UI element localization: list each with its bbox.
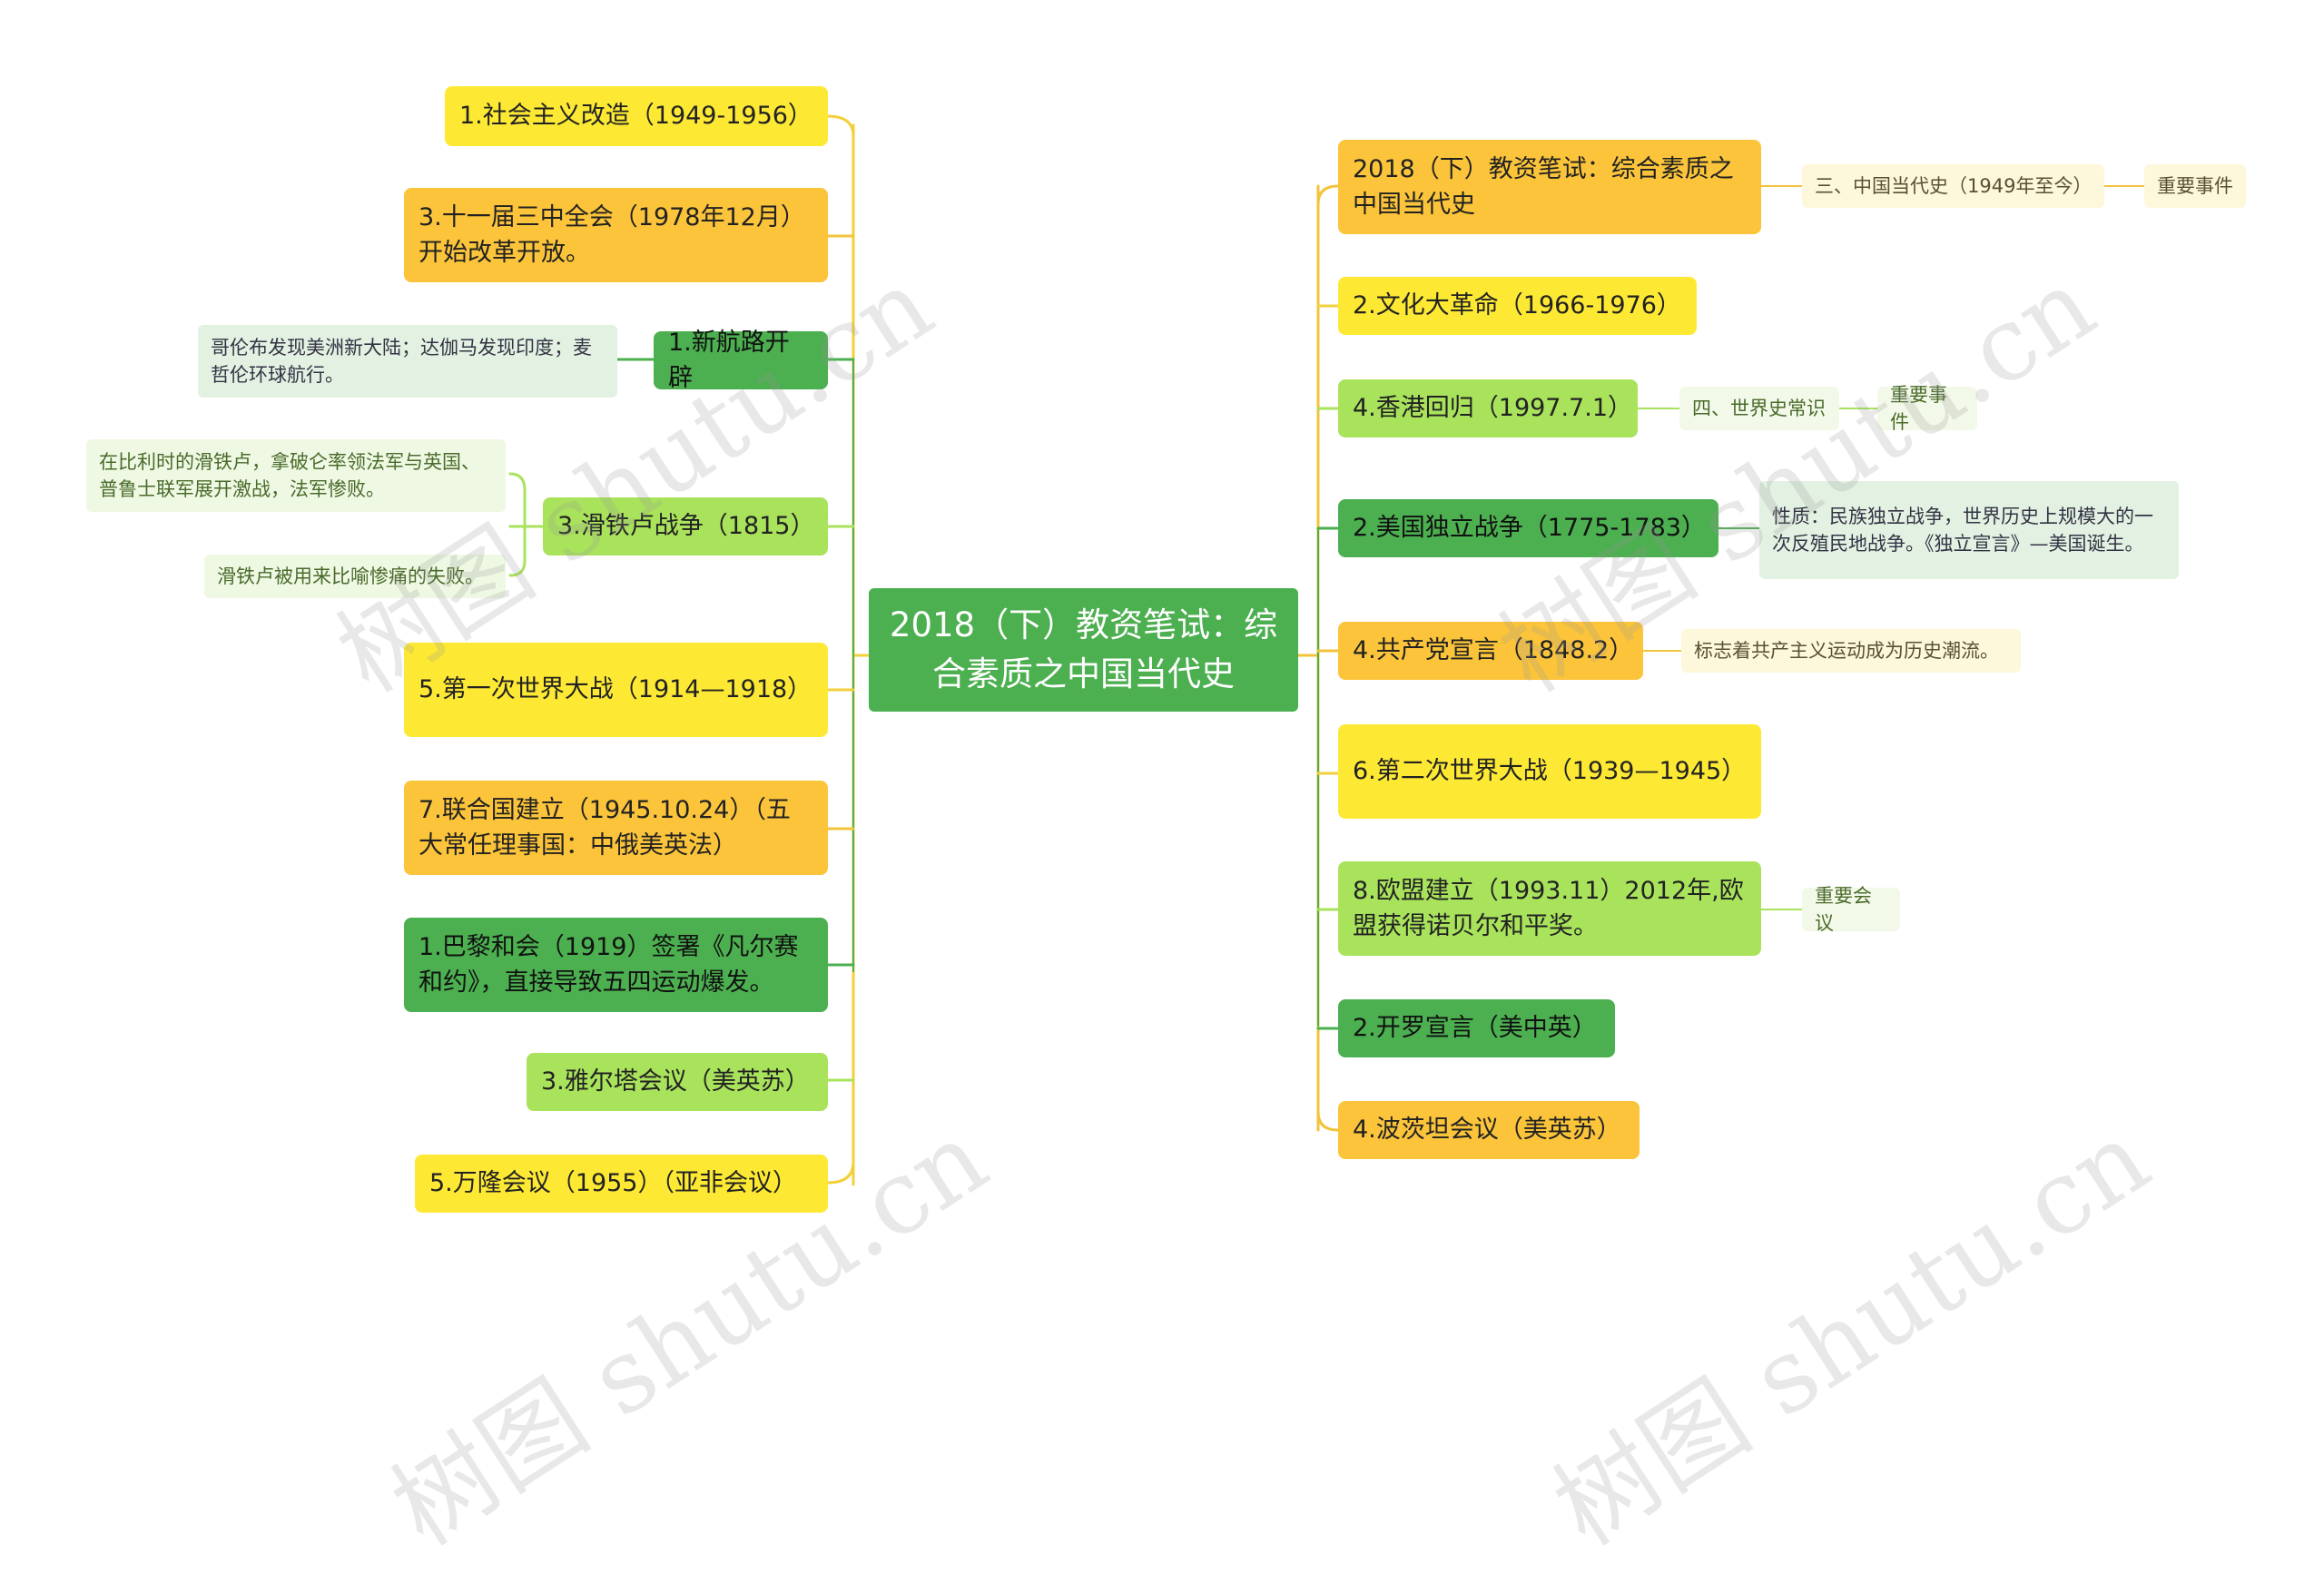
left-topic-1[interactable]: 1.社会主义改造（1949-1956） [445, 86, 828, 146]
right-topic-8[interactable]: 2.开罗宣言（美中英） [1338, 999, 1615, 1057]
root-topic[interactable]: 2018（下）教资笔试：综合素质之中国当代史 [869, 588, 1298, 712]
left-topic-5[interactable]: 5.第一次世界大战（1914—1918） [404, 643, 828, 737]
left-note-waterloo-2[interactable]: 滑铁卢被用来比喻惨痛的失败。 [204, 555, 506, 598]
right-note-communist-manifesto[interactable]: 标志着共产主义运动成为历史潮流。 [1681, 629, 2021, 673]
right-note-contemporary-history[interactable]: 三、中国当代史（1949年至今） [1802, 164, 2104, 208]
right-note-important-events-2[interactable]: 重要事件 [1877, 384, 1977, 433]
right-topic-6[interactable]: 6.第二次世界大战（1939—1945） [1338, 724, 1761, 819]
right-note-independence-war[interactable]: 性质：民族独立战争，世界历史上规模大的一次反殖民地战争。《独立宣言》—美国诞生。 [1759, 481, 2179, 579]
right-topic-1[interactable]: 2018（下）教资笔试：综合素质之中国当代史 [1338, 140, 1761, 234]
left-topic-8[interactable]: 3.雅尔塔会议（美英苏） [527, 1053, 828, 1111]
right-topic-5[interactable]: 4.共产党宣言（1848.2） [1338, 622, 1643, 680]
left-topic-3[interactable]: 1.新航路开辟 [654, 329, 828, 392]
right-topic-7[interactable]: 8.欧盟建立（1993.11）2012年,欧盟获得诺贝尔和平奖。 [1338, 861, 1761, 956]
right-topic-3[interactable]: 4.香港回归（1997.7.1） [1338, 379, 1638, 437]
right-note-important-events-1[interactable]: 重要事件 [2144, 164, 2246, 208]
left-topic-9[interactable]: 5.万隆会议（1955）（亚非会议） [415, 1155, 828, 1213]
left-topic-2[interactable]: 3.十一届三中全会（1978年12月）开始改革开放。 [404, 188, 828, 282]
left-topic-4[interactable]: 3.滑铁卢战争（1815） [543, 497, 828, 555]
right-note-important-meetings[interactable]: 重要会议 [1802, 885, 1900, 934]
left-note-waterloo-1[interactable]: 在比利时的滑铁卢，拿破仑率领法军与英国、普鲁士联军展开激战，法军惨败。 [86, 439, 506, 512]
right-note-world-history[interactable]: 四、世界史常识 [1679, 387, 1839, 430]
right-topic-9[interactable]: 4.波茨坦会议（美英苏） [1338, 1101, 1640, 1159]
left-topic-6[interactable]: 7.联合国建立（1945.10.24）（五大常任理事国：中俄美英法） [404, 781, 828, 875]
right-topic-4[interactable]: 2.美国独立战争（1775-1783） [1338, 499, 1718, 557]
left-note-new-routes[interactable]: 哥伦布发现美洲新大陆；达伽马发现印度；麦哲伦环球航行。 [198, 325, 617, 398]
right-topic-2[interactable]: 2.文化大革命（1966-1976） [1338, 277, 1697, 335]
left-topic-7[interactable]: 1.巴黎和会（1919）签署《凡尔赛和约》，直接导致五四运动爆发。 [404, 918, 828, 1012]
